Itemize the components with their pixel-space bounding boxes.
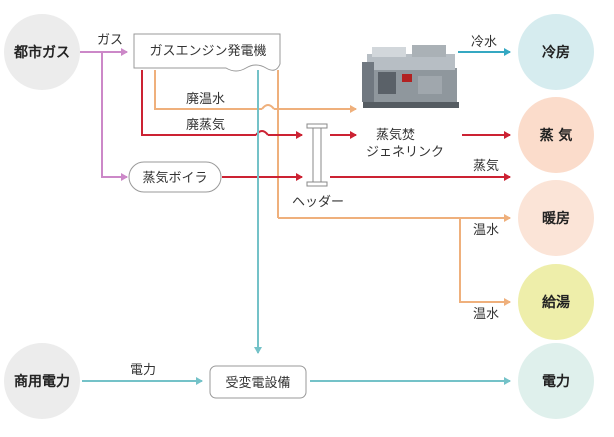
hot-water-label: 給湯 xyxy=(542,294,570,311)
hot-water-heating-label: 温水 xyxy=(473,223,499,238)
steam-boiler-box xyxy=(128,161,222,193)
waste-steam-line-a xyxy=(141,70,256,136)
header-label: ヘッダー xyxy=(292,195,344,210)
electricity-output-label: 電力 xyxy=(542,373,570,390)
electricity-flow-label: 電力 xyxy=(130,363,156,378)
chilled-water-label: 冷水 xyxy=(471,35,497,50)
hot-water-to-supply-arrow xyxy=(459,218,511,306)
steam-flow-label: 蒸気 xyxy=(473,158,499,174)
gas-to-boiler-arrow xyxy=(101,52,128,181)
header-symbol xyxy=(306,123,328,187)
chiller-label-line1: 蒸気焚 xyxy=(376,127,415,143)
hot-water-circle xyxy=(518,264,594,340)
gas-engine-label: ガスエンジン発電機 xyxy=(149,44,266,59)
waste-hot-water-lines xyxy=(154,70,511,306)
steam-output-label: 蒸 気 xyxy=(540,127,573,144)
steam-output-circle xyxy=(518,97,594,173)
commercial-power-label: 商用電力 xyxy=(14,373,70,390)
cooling-label: 冷房 xyxy=(542,44,570,61)
waste-hot-water-line-a xyxy=(154,70,262,110)
waste-hot-water-hop xyxy=(261,104,275,110)
gas-flow-label: ガス xyxy=(97,33,123,48)
electricity-lines xyxy=(82,70,511,385)
substation-label: 受変電設備 xyxy=(225,375,290,391)
city-gas-label: 都市ガス xyxy=(13,44,70,61)
electricity-circle xyxy=(518,343,594,419)
substation-box xyxy=(209,365,307,399)
commercial-power-circle xyxy=(4,343,80,419)
city-gas-circle xyxy=(4,14,80,90)
steam-boiler-label: 蒸気ボイラ xyxy=(142,170,207,186)
gas-engine-box xyxy=(133,33,281,72)
hot-water-supply-label: 温水 xyxy=(473,307,499,322)
waste-hot-water-label: 廃温水 xyxy=(186,91,225,107)
cooling-circle xyxy=(518,14,594,90)
heating-label: 暖房 xyxy=(542,210,570,227)
gas-lines xyxy=(80,48,128,181)
steam-lines xyxy=(141,70,511,181)
heating-circle xyxy=(518,180,594,256)
chiller-label-line2: ジェネリンク xyxy=(366,145,444,160)
waste-steam-label: 廃蒸気 xyxy=(186,117,225,133)
steam-chiller-image xyxy=(362,45,459,108)
